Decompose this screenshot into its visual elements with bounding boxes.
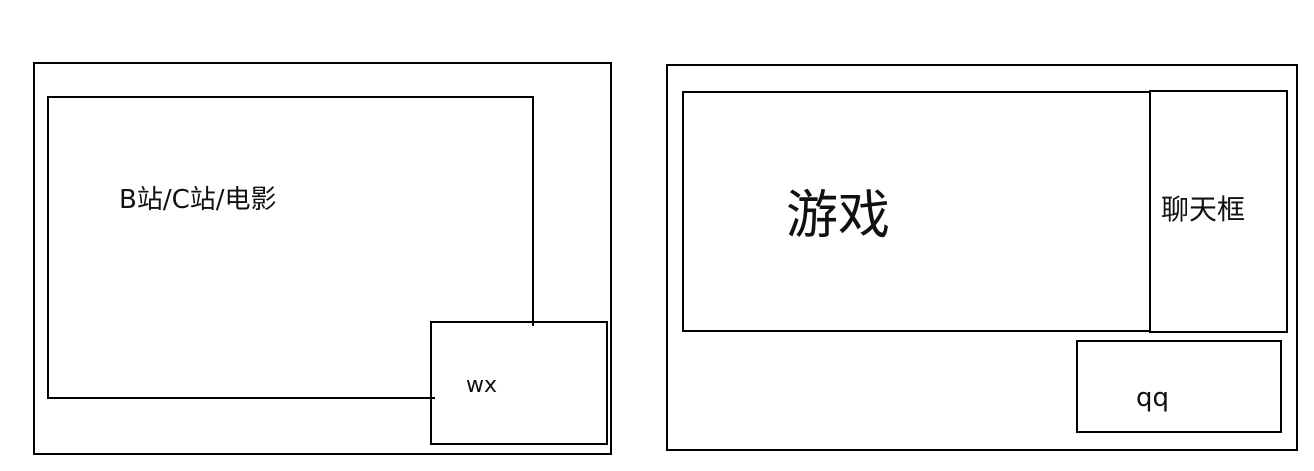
left-main-area-bottom-edge bbox=[47, 397, 435, 399]
chat-box-label: 聊天框 bbox=[1161, 193, 1246, 226]
wx-label: wx bbox=[466, 373, 498, 398]
main-video-label: B站/C站/电影 bbox=[119, 185, 277, 215]
game-label: 游戏 bbox=[786, 186, 891, 246]
qq-window bbox=[1076, 340, 1282, 433]
left-main-area-left-edge bbox=[47, 96, 49, 399]
qq-label: qq bbox=[1136, 383, 1170, 413]
right-outer-screen bbox=[666, 64, 1298, 451]
wx-window bbox=[430, 321, 608, 445]
game-area bbox=[682, 91, 1151, 332]
left-main-area-right-edge bbox=[532, 96, 534, 326]
left-main-area-top-edge bbox=[47, 96, 534, 98]
left-outer-screen bbox=[33, 62, 612, 455]
chat-box-area bbox=[1149, 90, 1288, 333]
